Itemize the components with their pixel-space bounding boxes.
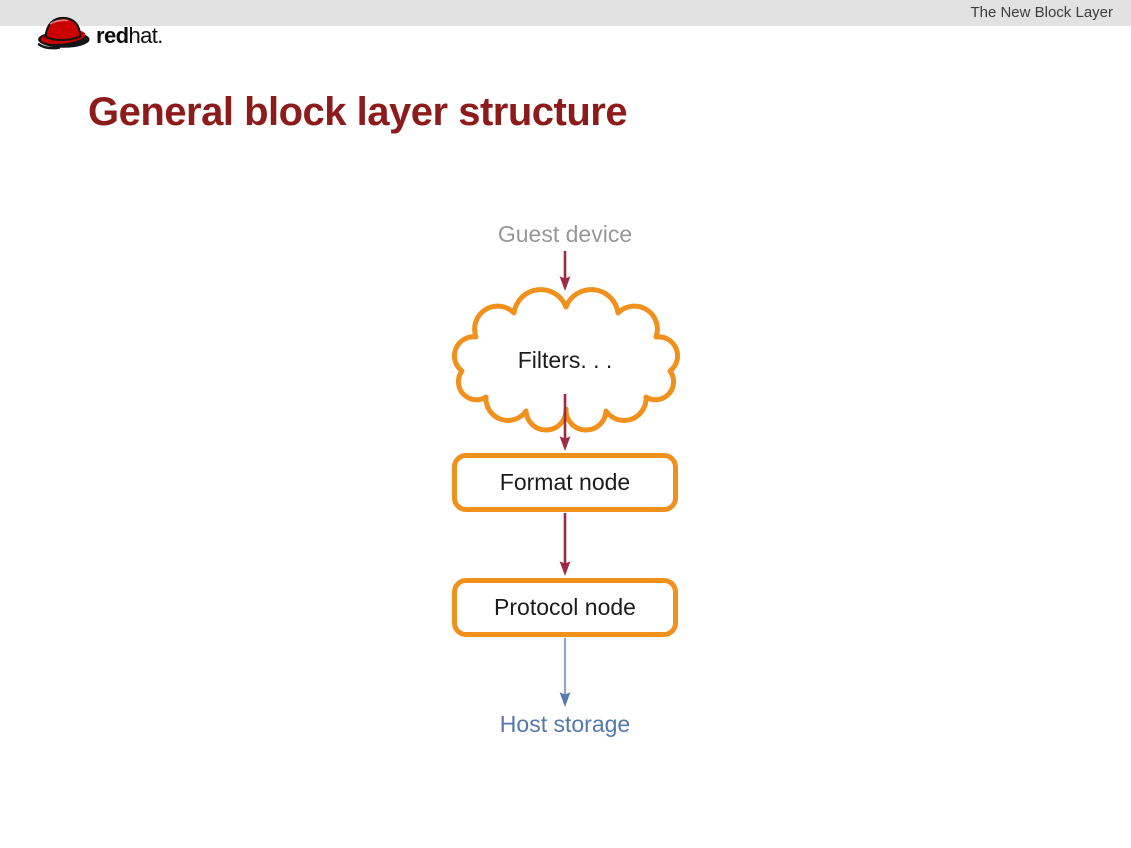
redhat-wordmark-red: red bbox=[96, 23, 129, 48]
arrow-format-to-protocol-icon bbox=[555, 513, 575, 581]
format-node: Format node bbox=[452, 453, 678, 512]
redhat-hat-icon bbox=[34, 12, 92, 52]
host-storage-label: Host storage bbox=[499, 711, 631, 737]
arrow-protocol-to-host-icon bbox=[555, 638, 575, 712]
arrow-guest-to-filters-icon bbox=[555, 251, 575, 296]
protocol-node-label: Protocol node bbox=[494, 594, 636, 620]
protocol-node: Protocol node bbox=[452, 578, 678, 637]
arrow-filters-to-format-icon bbox=[555, 394, 575, 456]
presentation-title: The New Block Layer bbox=[970, 4, 1113, 21]
slide-title: General block layer structure bbox=[88, 90, 628, 134]
redhat-wordmark-hat: hat. bbox=[128, 23, 163, 48]
filters-cloud-label: Filters. . . bbox=[517, 347, 613, 373]
redhat-logo: redhat. bbox=[34, 12, 163, 52]
guest-device-label: Guest device bbox=[497, 221, 633, 247]
header-band bbox=[0, 0, 1131, 26]
format-node-label: Format node bbox=[499, 469, 631, 495]
redhat-wordmark: redhat. bbox=[96, 23, 163, 52]
